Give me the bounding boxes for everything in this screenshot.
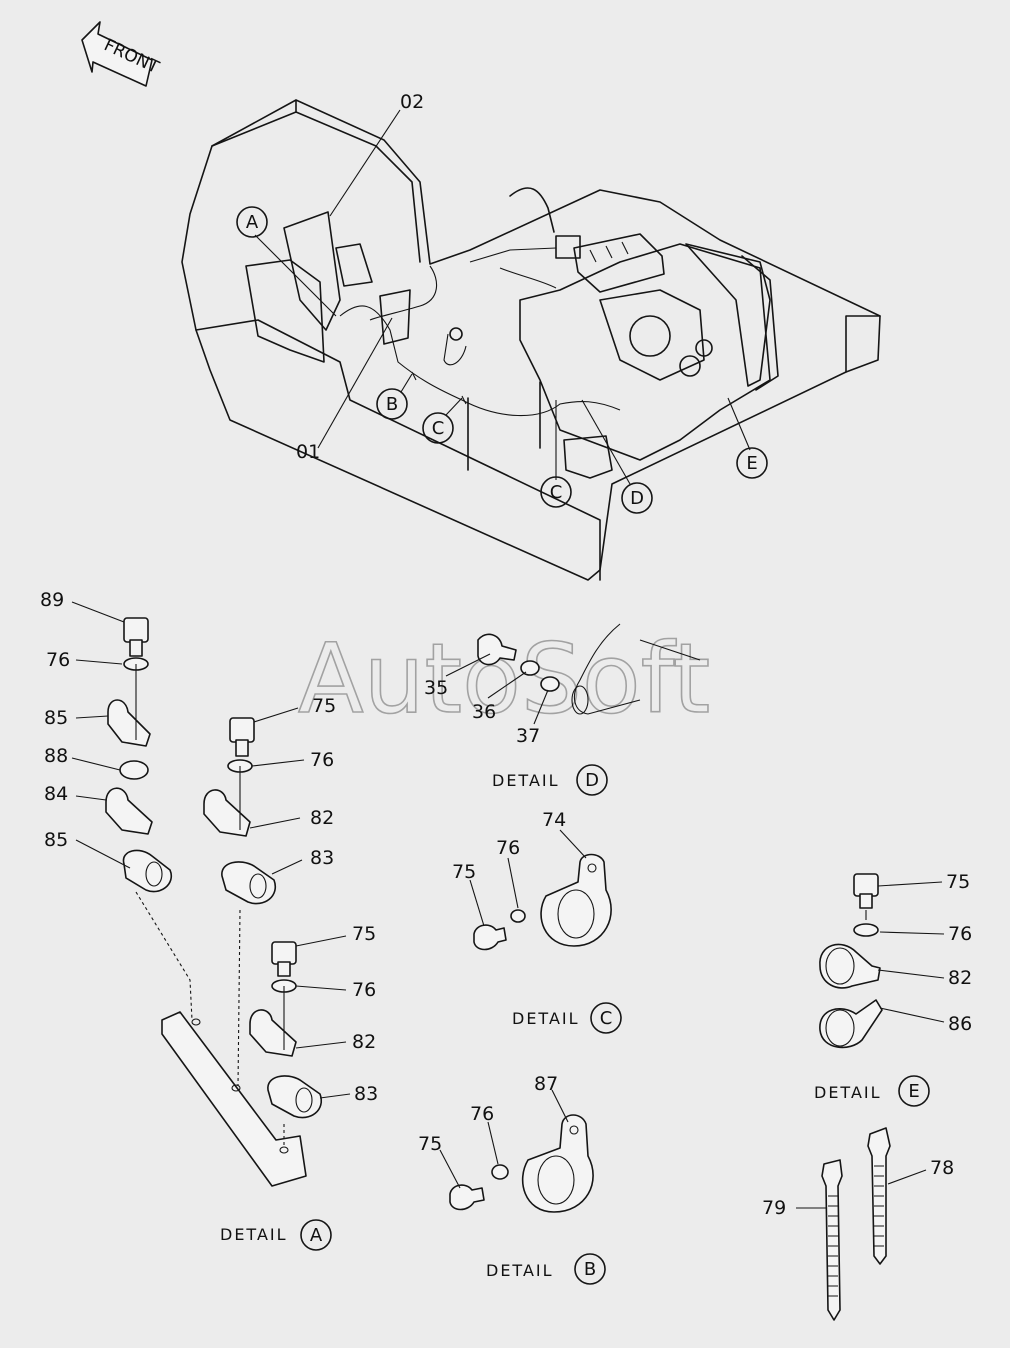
part-label-75: 75: [352, 923, 376, 945]
detail-ref-d: D: [630, 488, 644, 509]
part-label-37: 37: [516, 725, 540, 747]
detail-b-caption: DETAIL: [486, 1261, 554, 1280]
machine-body: [181, 99, 881, 581]
detail-d-caption: DETAIL: [492, 771, 560, 790]
detail-e-caption: DETAIL: [814, 1083, 882, 1102]
part-label-78: 78: [930, 1157, 954, 1179]
detail-c-letter: C: [600, 1008, 613, 1029]
part-label-85: 85: [44, 707, 68, 729]
part-label-83: 83: [310, 847, 334, 869]
part-label-82: 82: [948, 967, 972, 989]
cable-ties: 79 78: [762, 1127, 954, 1321]
part-label-76: 76: [46, 649, 70, 671]
detail-c: 74 76 75 DETAIL C: [452, 809, 622, 1034]
part-label-84: 84: [44, 783, 68, 805]
detail-ref-b: B: [386, 394, 398, 415]
detail-ref-c-2: C: [550, 482, 563, 503]
detail-ref-e: E: [746, 453, 757, 474]
detail-b: 87 76 75 DETAIL B: [418, 1073, 606, 1285]
part-label-02: 02: [400, 91, 424, 113]
part-label-75: 75: [418, 1133, 442, 1155]
part-label-75: 75: [312, 695, 336, 717]
part-label-87: 87: [534, 1073, 558, 1095]
part-label-01: 01: [296, 441, 320, 463]
detail-a-letter: A: [310, 1225, 323, 1246]
main-labels: 02 01 A B C C D E: [236, 91, 768, 514]
detail-d-letter: D: [585, 770, 599, 791]
part-label-76: 76: [470, 1103, 494, 1125]
part-label-86: 86: [948, 1013, 972, 1035]
part-label-83: 83: [354, 1083, 378, 1105]
part-label-88: 88: [44, 745, 68, 767]
detail-a-caption: DETAIL: [220, 1225, 288, 1244]
front-arrow: FRONT: [81, 21, 162, 87]
part-label-75: 75: [946, 871, 970, 893]
part-label-75: 75: [452, 861, 476, 883]
detail-e-letter: E: [908, 1081, 919, 1102]
main-leaders: [254, 109, 751, 485]
detail-a: 89 76 85 88 84 85 75 76 82 83 75 76 82 8…: [40, 589, 378, 1251]
part-label-79: 79: [762, 1197, 786, 1219]
part-label-76: 76: [496, 837, 520, 859]
part-label-35: 35: [424, 677, 448, 699]
part-label-85: 85: [44, 829, 68, 851]
detail-ref-c-1: C: [432, 418, 445, 439]
part-label-36: 36: [472, 701, 496, 723]
detail-b-letter: B: [584, 1259, 596, 1280]
part-label-82: 82: [352, 1031, 376, 1053]
detail-e: 75 76 82 86 DETAIL E: [814, 871, 972, 1107]
part-label-89: 89: [40, 589, 64, 611]
part-label-76: 76: [352, 979, 376, 1001]
detail-d: 35 36 37 DETAIL D: [424, 623, 701, 796]
detail-ref-a: A: [246, 212, 259, 233]
part-label-76: 76: [310, 749, 334, 771]
part-label-74: 74: [542, 809, 566, 831]
part-label-82: 82: [310, 807, 334, 829]
watermark: AutoSoft: [298, 623, 710, 735]
detail-c-caption: DETAIL: [512, 1009, 580, 1028]
part-label-76: 76: [948, 923, 972, 945]
